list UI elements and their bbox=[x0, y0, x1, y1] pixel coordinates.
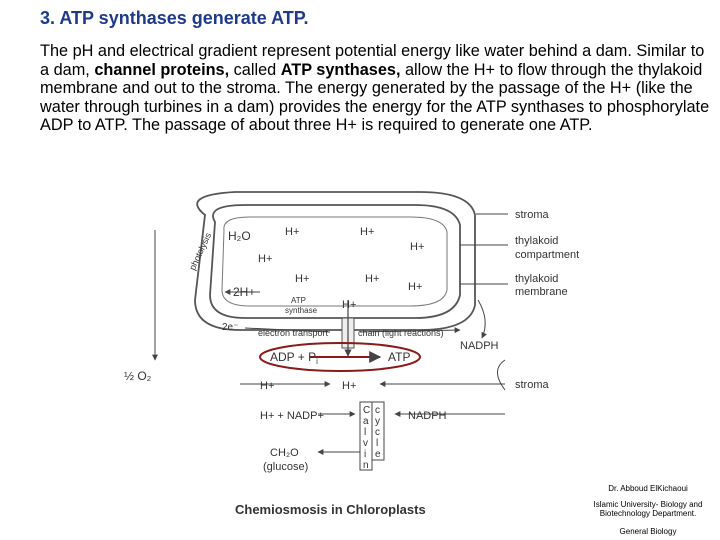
calvin-letter-5: n bbox=[363, 460, 369, 471]
label-h-3: H+ bbox=[258, 253, 272, 265]
credit-course: General Biology bbox=[619, 527, 677, 536]
label-nadph: NADPH bbox=[460, 340, 499, 352]
label-nadph-low: NADPH bbox=[408, 410, 447, 422]
label-stroma-right: stroma bbox=[515, 379, 550, 391]
outer-membrane bbox=[194, 191, 476, 331]
legend-thylakoid-membrane-1: thylakoid bbox=[515, 273, 558, 285]
para-text-2: called bbox=[229, 60, 281, 79]
legend-thylakoid-compartment-2: compartment bbox=[515, 249, 579, 261]
calvin-letter-3: v bbox=[363, 438, 368, 449]
label-h-7: H+ bbox=[408, 281, 422, 293]
calvin-letter-4: i bbox=[364, 449, 366, 460]
label-h2o: H₂O bbox=[228, 229, 251, 243]
cycle-letter-3: l bbox=[376, 438, 378, 449]
credit-author: Dr. Abboud ElKichaoui bbox=[608, 484, 688, 493]
label-2h: 2H+ bbox=[233, 285, 255, 299]
label-h-channel: H+ bbox=[342, 299, 356, 311]
cycle-letter-1: y bbox=[375, 416, 380, 427]
slide-title: 3. ATP synthases generate ATP. bbox=[40, 8, 309, 28]
label-h-left: H+ bbox=[260, 380, 274, 392]
legend-stroma: stroma bbox=[515, 209, 550, 221]
para-bold-channel-proteins: channel proteins, bbox=[94, 60, 230, 79]
label-h-nadp: H+ + NADP+ bbox=[260, 410, 324, 422]
label-adp-main: ADP + P bbox=[270, 350, 316, 364]
label-h-2: H+ bbox=[360, 226, 374, 238]
label-half-o2: ½ O₂ bbox=[124, 369, 152, 383]
thylakoid-membrane bbox=[209, 204, 461, 319]
label-photolysis: photolysis bbox=[187, 231, 213, 272]
label-glucose: (glucose) bbox=[263, 461, 308, 473]
label-electron-transport: electron transport bbox=[258, 328, 329, 338]
label-h-5: H+ bbox=[295, 273, 309, 285]
thylakoid-membrane-inner bbox=[221, 216, 448, 307]
para-text-1: The pH and electrical gradient represent… bbox=[40, 42, 705, 79]
legend-thylakoid-membrane-2: membrane bbox=[515, 286, 568, 298]
label-atp-synthase-2: synthase bbox=[285, 306, 318, 315]
para-text-3: allow the H+ to flow through the thylako… bbox=[40, 60, 710, 135]
diagram-caption: Chemiosmosis in Chloroplasts bbox=[235, 502, 426, 517]
cycle-letter-0: c bbox=[375, 405, 380, 416]
body-paragraph: The pH and electrical gradient represent… bbox=[40, 42, 710, 135]
cycle-box bbox=[371, 401, 385, 461]
label-h-below: H+ bbox=[342, 380, 356, 392]
label-chain: chain (light reactions) bbox=[358, 328, 444, 338]
label-h-1: H+ bbox=[285, 226, 299, 238]
calvin-letter-1: a bbox=[363, 416, 369, 427]
cycle-letter-2: c bbox=[375, 427, 380, 438]
label-adp-sub: i bbox=[316, 357, 318, 366]
legend-thylakoid-compartment-1: thylakoid bbox=[515, 235, 558, 247]
adp-atp-highlight bbox=[259, 342, 421, 372]
calvin-letter-2: l bbox=[364, 427, 366, 438]
credit-institution: Islamic University- Biology and Biotechn… bbox=[593, 500, 703, 518]
label-2e: 2e⁻ bbox=[222, 322, 238, 333]
label-h-4: H+ bbox=[410, 241, 424, 253]
label-adp: ADP + Pi bbox=[270, 350, 318, 366]
label-atp-synthase-1: ATP bbox=[291, 296, 306, 305]
label-atp: ATP bbox=[388, 350, 410, 364]
label-h-6: H+ bbox=[365, 273, 379, 285]
calvin-letter-0: C bbox=[363, 405, 370, 416]
cycle-letter-4: e bbox=[375, 449, 381, 460]
para-bold-atp-synthases: ATP synthases, bbox=[280, 60, 401, 79]
label-ch2o: CH₂O bbox=[270, 447, 299, 459]
